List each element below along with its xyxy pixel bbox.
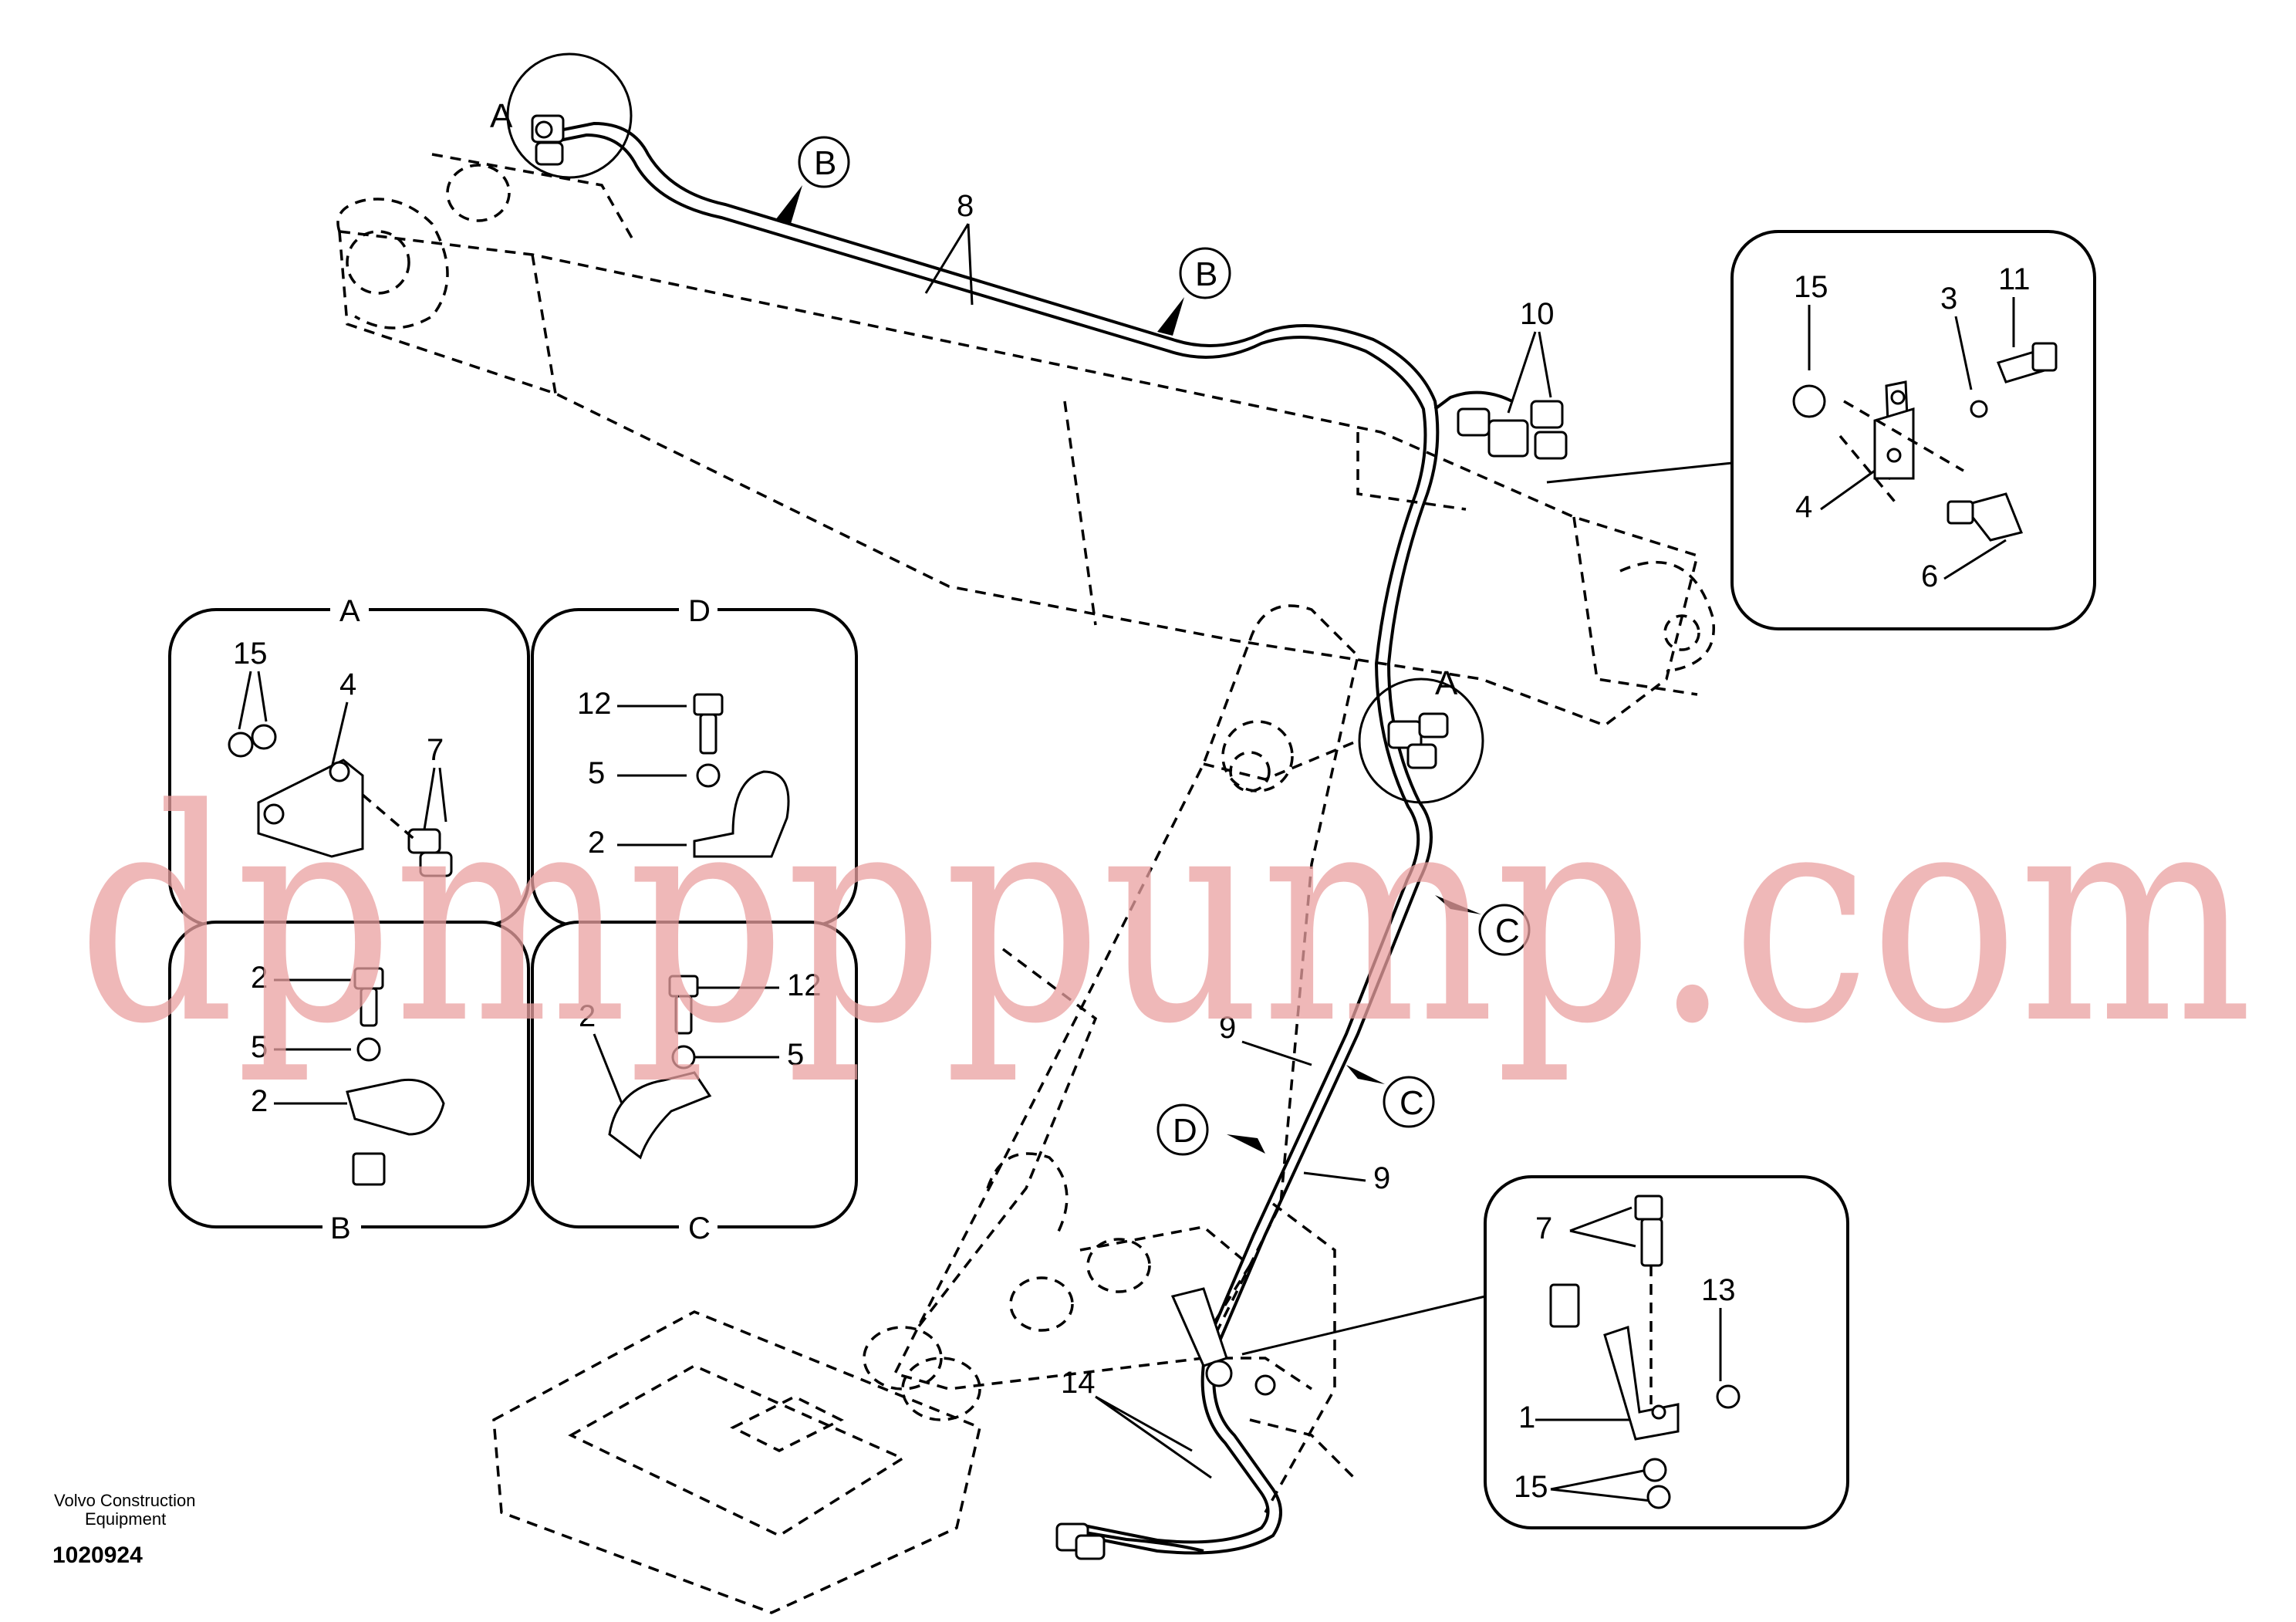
fitting-group-top	[531, 114, 565, 166]
svg-text:D: D	[1173, 1112, 1197, 1150]
svg-text:2: 2	[251, 1084, 268, 1118]
callout-8: 8	[924, 189, 974, 306]
detail-panel-bracket-bottom: 7 13 1 15	[1241, 1175, 1849, 1529]
fitting-group-10	[1457, 400, 1568, 460]
svg-text:C: C	[1400, 1084, 1424, 1122]
svg-text:5: 5	[588, 756, 605, 790]
svg-text:C: C	[1495, 912, 1520, 950]
svg-text:1: 1	[1518, 1401, 1535, 1434]
svg-text:12: 12	[787, 968, 822, 1002]
svg-text:14: 14	[1061, 1366, 1096, 1400]
watermark-text: dpmpppump.com	[77, 746, 2253, 1088]
manufacturer-caption: Volvo Construction Equipment	[54, 1491, 195, 1529]
callout-9-upper: 9	[1219, 1011, 1312, 1066]
svg-text:7: 7	[427, 733, 444, 767]
marker-c-lower: C	[1346, 1065, 1435, 1128]
detail-panel-b: B 2 5 2	[168, 921, 530, 1245]
svg-text:10: 10	[1520, 297, 1555, 331]
marker-b-top: B	[775, 136, 850, 224]
callout-14: 14	[1061, 1366, 1212, 1479]
svg-text:6: 6	[1921, 559, 1938, 593]
svg-text:13: 13	[1701, 1273, 1736, 1307]
svg-text:A: A	[1435, 664, 1458, 702]
svg-text:5: 5	[787, 1038, 804, 1072]
svg-text:2: 2	[579, 999, 596, 1033]
svg-text:11: 11	[1998, 262, 2031, 296]
svg-text:5: 5	[251, 1030, 268, 1064]
hydraulic-hoses	[547, 121, 1513, 1555]
svg-text:15: 15	[1514, 1470, 1548, 1504]
svg-text:4: 4	[339, 667, 356, 701]
arm-outline	[863, 604, 1359, 1513]
svg-text:A: A	[490, 97, 513, 135]
svg-text:12: 12	[577, 687, 612, 721]
svg-text:4: 4	[1795, 490, 1812, 524]
svg-text:B: B	[330, 1211, 351, 1245]
svg-text:B: B	[1195, 255, 1217, 293]
svg-text:9: 9	[1373, 1161, 1390, 1195]
svg-text:8: 8	[957, 189, 974, 223]
upper-structure-outline	[492, 1310, 1359, 1614]
svg-text:Volvo Construction: Volvo Construction	[54, 1491, 195, 1510]
detail-panel-c: C 12 5 2	[531, 921, 858, 1245]
svg-text:15: 15	[233, 637, 268, 671]
marker-b-mid: B	[1157, 247, 1231, 336]
svg-text:2: 2	[588, 826, 605, 860]
detail-circle-a-mid	[1358, 678, 1484, 804]
marker-a-mid: A	[1435, 664, 1458, 702]
boom-outline	[336, 153, 1715, 727]
svg-text:D: D	[688, 594, 711, 628]
svg-text:2: 2	[251, 961, 268, 995]
marker-a-top: A	[490, 97, 513, 135]
svg-text:7: 7	[1535, 1211, 1552, 1245]
svg-text:9: 9	[1219, 1011, 1236, 1045]
callout-10: 10	[1507, 297, 1555, 414]
drawing-number: 1020924	[52, 1543, 143, 1568]
detail-circle-a-top	[506, 52, 633, 179]
detail-panel-d: D 12 5 2	[531, 594, 858, 928]
detail-panel-a: A 15 4 7	[168, 594, 530, 928]
marker-c-upper: C	[1435, 895, 1531, 956]
marker-d-boom: D	[1156, 1103, 1265, 1156]
svg-text:3: 3	[1940, 282, 1957, 316]
svg-text:15: 15	[1794, 270, 1828, 304]
svg-text:C: C	[688, 1211, 711, 1245]
svg-text:A: A	[339, 594, 360, 628]
detail-panel-bracket-top: 15 3 11 4 6	[1546, 230, 2096, 630]
callout-9-lower: 9	[1303, 1161, 1390, 1195]
svg-text:Equipment: Equipment	[85, 1509, 166, 1529]
fitting-group-a-mid	[1387, 712, 1449, 769]
svg-text:B: B	[814, 144, 836, 182]
fitting-group-bottom	[1055, 1287, 1276, 1560]
